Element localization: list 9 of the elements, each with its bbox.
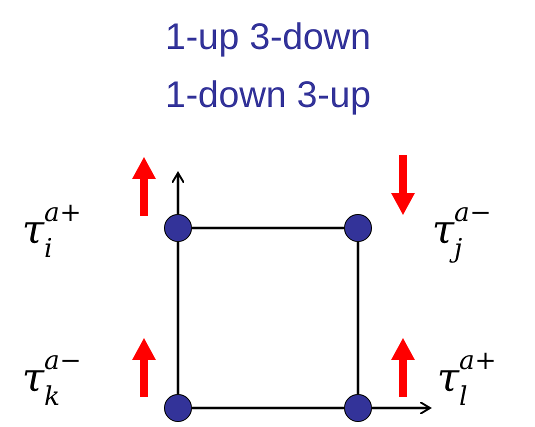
circle-node — [164, 214, 192, 242]
connector-line — [192, 406, 344, 410]
title: 1-up 3-down 1-down 3-up — [164, 15, 372, 117]
circle-node — [344, 394, 372, 422]
connector-line — [192, 226, 344, 230]
connector-line — [176, 242, 180, 394]
circle-node — [344, 214, 372, 242]
connector-line — [356, 242, 360, 394]
circle-node — [164, 394, 192, 422]
